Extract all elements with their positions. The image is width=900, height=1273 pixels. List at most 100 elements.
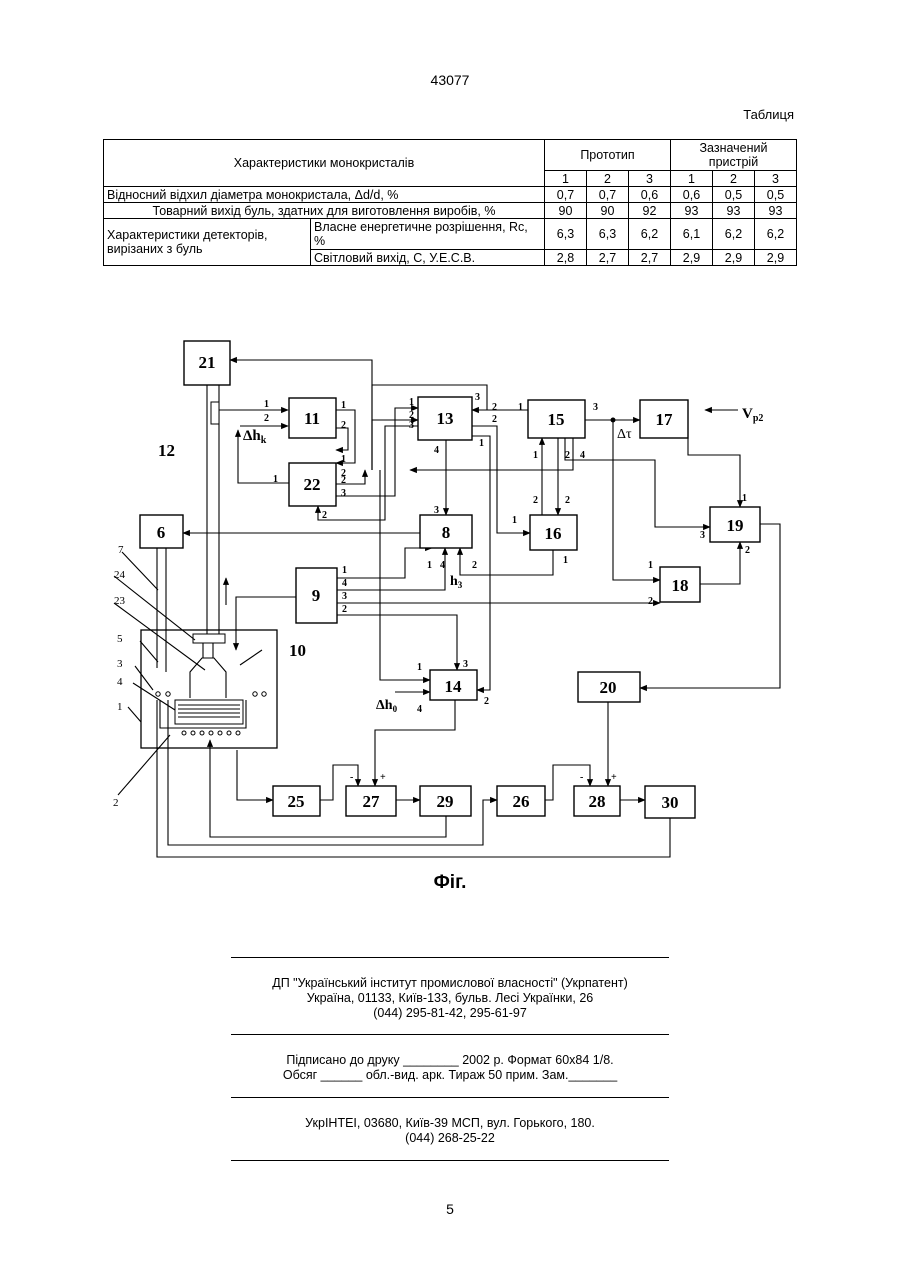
block-20: 20 bbox=[578, 672, 640, 702]
block-25: 25 bbox=[273, 786, 320, 816]
block-label: 29 bbox=[437, 792, 454, 811]
block-label: 17 bbox=[656, 410, 674, 429]
signal-h3: h3 bbox=[450, 574, 463, 590]
block-11: 11 bbox=[289, 398, 336, 438]
svg-text:-: - bbox=[350, 772, 353, 783]
block-label: 25 bbox=[288, 792, 305, 811]
block-label: 26 bbox=[513, 792, 530, 811]
svg-text:2: 2 bbox=[565, 495, 570, 506]
svg-text:3: 3 bbox=[409, 420, 414, 431]
svg-text:2: 2 bbox=[492, 402, 497, 413]
block-21: 21 bbox=[184, 341, 230, 385]
svg-text:1: 1 bbox=[341, 400, 346, 411]
svg-text:1: 1 bbox=[742, 493, 747, 504]
svg-text:1: 1 bbox=[533, 450, 538, 461]
svg-text:3: 3 bbox=[700, 530, 705, 541]
svg-text:1: 1 bbox=[417, 662, 422, 673]
svg-text:2: 2 bbox=[565, 450, 570, 461]
block-19: 19 bbox=[710, 507, 760, 542]
svg-text:2: 2 bbox=[492, 414, 497, 425]
printing-house-info: УкрІНТЕІ, 03680, Київ-39 МСП, вул. Горьк… bbox=[0, 1116, 900, 1146]
svg-text:1: 1 bbox=[273, 474, 278, 485]
svg-text:3: 3 bbox=[475, 392, 480, 403]
block-13: 13 bbox=[418, 397, 472, 440]
block-label: 28 bbox=[589, 792, 606, 811]
svg-text:2: 2 bbox=[472, 560, 477, 571]
block-label: 14 bbox=[445, 677, 463, 696]
svg-text:4: 4 bbox=[580, 450, 585, 461]
svg-text:1: 1 bbox=[479, 438, 484, 449]
svg-text:1: 1 bbox=[563, 555, 568, 566]
block-6: 6 bbox=[140, 515, 183, 548]
block-label: 16 bbox=[545, 524, 562, 543]
page-number: 5 bbox=[0, 1201, 900, 1217]
block-label: 6 bbox=[157, 523, 166, 542]
svg-text:3: 3 bbox=[341, 488, 346, 499]
svg-text:1: 1 bbox=[342, 565, 347, 576]
publisher-info: ДП "Український інститут промислової вла… bbox=[0, 976, 900, 1021]
publisher-address: Україна, 01133, Київ-133, бульв. Лесі Ук… bbox=[0, 991, 900, 1006]
signal-dh-k: Δhk bbox=[243, 428, 267, 446]
divider bbox=[231, 1097, 669, 1098]
block-label: 22 bbox=[304, 475, 321, 494]
block-label: 11 bbox=[304, 409, 320, 428]
print-volume-line: Обсяг ______ обл.-вид. арк. Тираж 50 при… bbox=[0, 1068, 900, 1083]
block-17: 17 bbox=[640, 400, 688, 438]
svg-text:1: 1 bbox=[512, 515, 517, 526]
ref-label: 23 bbox=[114, 595, 126, 607]
svg-text:+: + bbox=[380, 772, 386, 783]
print-signed-line: Підписано до друку ________ 2002 р. Форм… bbox=[0, 1053, 900, 1068]
ref-label: 12 bbox=[158, 441, 175, 460]
svg-text:2: 2 bbox=[341, 475, 346, 486]
publisher-name: ДП "Український інститут промислової вла… bbox=[0, 976, 900, 991]
svg-text:+: + bbox=[611, 772, 617, 783]
block-label: 27 bbox=[363, 792, 381, 811]
block-label: 19 bbox=[727, 516, 744, 535]
svg-text:4: 4 bbox=[417, 704, 422, 715]
block-30: 30 bbox=[645, 786, 695, 818]
ref-label: 2 bbox=[113, 797, 119, 809]
signal-labels: Δhk h3 Δh0 Δτ Vp2 bbox=[243, 406, 763, 714]
printing-house-address: УкрІНТЕІ, 03680, Київ-39 МСП, вул. Горьк… bbox=[0, 1116, 900, 1131]
block-29: 29 bbox=[420, 786, 471, 816]
svg-text:1: 1 bbox=[264, 399, 269, 410]
signal-dh0: Δh0 bbox=[376, 698, 398, 714]
svg-text:4: 4 bbox=[342, 578, 347, 589]
block-label: 21 bbox=[199, 353, 216, 372]
svg-text:1: 1 bbox=[409, 397, 414, 408]
divider bbox=[231, 1034, 669, 1035]
ref-label: 1 bbox=[117, 701, 123, 713]
ref-label: 3 bbox=[117, 658, 123, 670]
block-label: 13 bbox=[437, 409, 454, 428]
block-16: 16 bbox=[530, 515, 577, 550]
svg-text:2: 2 bbox=[533, 495, 538, 506]
block-27: 27 bbox=[346, 786, 396, 816]
divider bbox=[231, 957, 669, 958]
svg-text:2: 2 bbox=[484, 696, 489, 707]
ref-label: 24 bbox=[114, 569, 126, 581]
svg-text:1: 1 bbox=[427, 560, 432, 571]
block-diagram: 21 11 22 13 15 17 6 8 16 19 9 18 14 20 2… bbox=[0, 0, 900, 900]
figure-caption: Фіг. bbox=[0, 872, 900, 894]
block-label: 30 bbox=[662, 793, 679, 812]
ref-label: 5 bbox=[117, 633, 123, 645]
block-8: 8 bbox=[420, 515, 472, 548]
block-label: 9 bbox=[312, 586, 321, 605]
ref-label: 10 bbox=[289, 641, 306, 660]
svg-text:2: 2 bbox=[322, 510, 327, 521]
block-26: 26 bbox=[497, 786, 545, 816]
block-18: 18 bbox=[660, 567, 700, 602]
svg-text:1: 1 bbox=[518, 402, 523, 413]
svg-text:2: 2 bbox=[341, 420, 346, 431]
ref-label: 7 bbox=[118, 544, 124, 556]
signal-dtau: Δτ bbox=[617, 427, 632, 442]
print-info: Підписано до друку ________ 2002 р. Форм… bbox=[0, 1053, 900, 1083]
block-label: 18 bbox=[672, 576, 689, 595]
svg-text:3: 3 bbox=[434, 505, 439, 516]
svg-text:4: 4 bbox=[434, 445, 439, 456]
block-label: 20 bbox=[600, 678, 617, 697]
svg-text:2: 2 bbox=[745, 545, 750, 556]
svg-text:3: 3 bbox=[342, 591, 347, 602]
printing-house-phone: (044) 268-25-22 bbox=[0, 1131, 900, 1146]
block-label: 8 bbox=[442, 523, 451, 542]
